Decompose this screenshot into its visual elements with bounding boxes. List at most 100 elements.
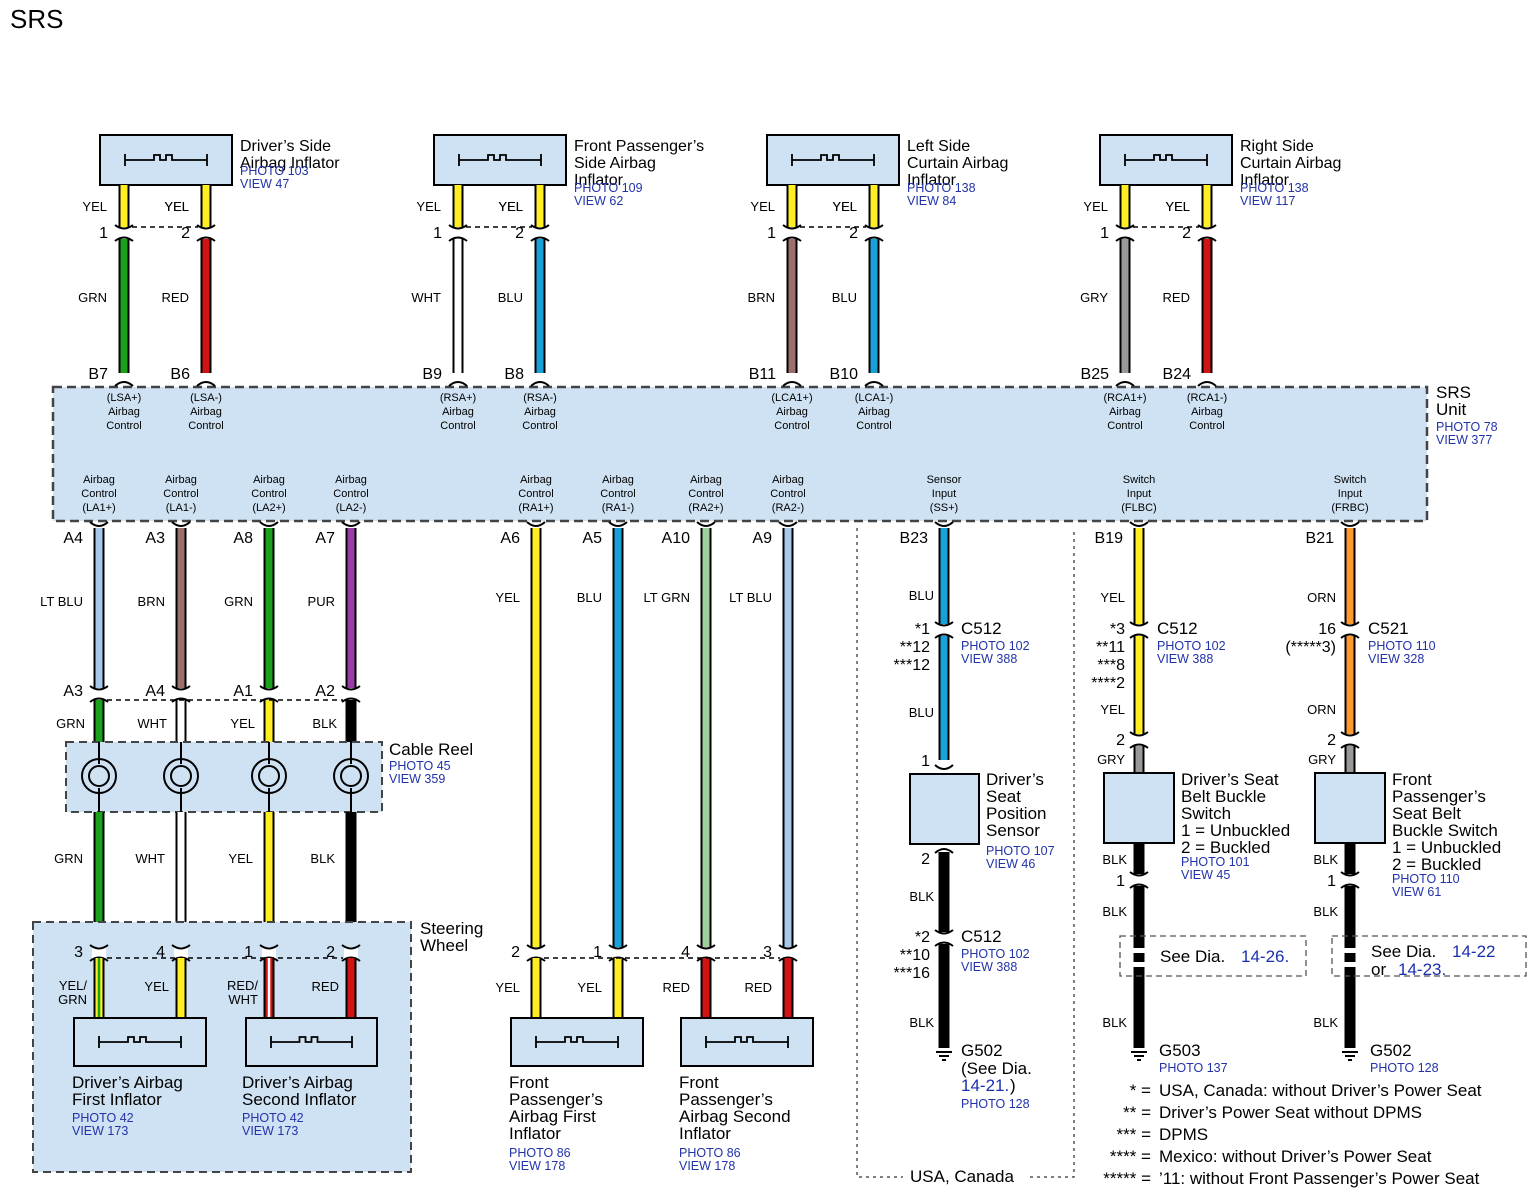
region-label: USA, Canada [910, 1167, 1014, 1186]
squib-symbol [705, 1036, 789, 1048]
unit-pin: B11 [749, 366, 776, 383]
pin-number: 1 [99, 225, 108, 242]
terminal [89, 521, 109, 527]
squib-symbol [270, 1036, 353, 1048]
connector-gap [1343, 874, 1357, 886]
connector-arc [196, 236, 216, 242]
pin-number: 4 [681, 944, 690, 961]
unit-pin: A10 [662, 530, 691, 547]
footnote-mark: ***** = [1103, 1169, 1151, 1188]
wire-color-label: GRY [1097, 752, 1125, 767]
wire-color-label: YEL [82, 199, 107, 214]
photo-ref: PHOTO 103 [240, 164, 309, 178]
pin-number: 2 [1116, 732, 1125, 749]
connector-gap [262, 688, 276, 700]
terminal [114, 381, 134, 387]
wire-color-label: YEL [577, 980, 602, 995]
connector-arc [1340, 871, 1360, 877]
squib-symbol [1124, 154, 1208, 166]
ground-name: G502 [1370, 1041, 1412, 1060]
wire-color-label: RED [1163, 290, 1190, 305]
photo-ref: PHOTO 102 [961, 639, 1030, 653]
connector-arc [1115, 224, 1135, 230]
cable-reel-coil [258, 765, 280, 787]
connector-arc [1197, 224, 1217, 230]
connector-arc [1197, 236, 1217, 242]
wire-color-label: YEL [1165, 199, 1190, 214]
view-ref: VIEW 117 [1240, 194, 1295, 208]
wire-color-label: PUR [308, 594, 335, 609]
connector-gap [1132, 624, 1146, 636]
srs-unit-box [51, 385, 1429, 523]
footnote-text: DPMS [1159, 1125, 1208, 1144]
pin-number: A4 [145, 683, 165, 700]
terminal [1197, 381, 1217, 387]
pin-number: A2 [315, 683, 335, 700]
terminal [341, 521, 361, 527]
wire-color-label: YEL/GRN [58, 978, 87, 1007]
wire-color-label: BRN [748, 290, 775, 305]
wire-color-label: YEL [164, 199, 189, 214]
wire-color-label: BLU [909, 705, 934, 720]
connector-gap [1343, 734, 1357, 746]
connector-pins: 16(*****3) [1285, 621, 1336, 656]
wire-color-label: BLK [1313, 904, 1338, 919]
terminal [530, 381, 550, 387]
photo-ref: PHOTO 138 [907, 181, 976, 195]
unit-pin: B25 [1081, 366, 1110, 383]
connector-arc [530, 224, 550, 230]
photo-ref: PHOTO 137 [1159, 1061, 1228, 1075]
connector-arc [526, 944, 546, 950]
connector-pins: *2**10***16 [894, 929, 931, 982]
connector-gap [1132, 874, 1146, 886]
view-ref: VIEW 388 [961, 960, 1017, 974]
page-title: SRS [10, 4, 63, 34]
photo-ref: PHOTO 128 [1370, 1061, 1439, 1075]
terminal [782, 381, 802, 387]
connector-arc [1129, 871, 1149, 877]
terminal [934, 764, 954, 770]
view-ref: VIEW 377 [1436, 433, 1492, 447]
wire-color-label: WHT [137, 716, 167, 731]
connector-arc [1115, 236, 1135, 242]
connector-gap [92, 947, 106, 959]
connector-gap [92, 688, 106, 700]
view-ref: VIEW 45 [1181, 868, 1230, 882]
wire-color-label: YEL [1100, 702, 1125, 717]
connector-pins: *1**12***12 [894, 621, 931, 674]
wire-color-label: GRN [78, 290, 107, 305]
connector-name: C512 [961, 619, 1002, 638]
footnote-text: Mexico: without Driver’s Power Seat [1159, 1147, 1432, 1166]
wire-color-label: BLK [1313, 852, 1338, 867]
terminal [196, 381, 216, 387]
connector-arc [934, 633, 954, 639]
view-ref: VIEW 388 [961, 652, 1017, 666]
wire-color-label: BLK [909, 889, 934, 904]
wire-color-label: YEL [228, 851, 253, 866]
pin-number: 2 [326, 944, 335, 961]
connector-gap [937, 932, 951, 944]
connector-arc [171, 944, 191, 950]
photo-ref: PHOTO 102 [961, 947, 1030, 961]
wire-color-label: BLK [312, 716, 337, 731]
wire-color-label: ORN [1307, 702, 1336, 717]
photo-ref: PHOTO 110 [1392, 872, 1460, 886]
connector-gap [174, 947, 188, 959]
connector-gap [174, 688, 188, 700]
wire-color-label: LT BLU [729, 590, 772, 605]
view-ref: VIEW 178 [509, 1159, 565, 1173]
connector-gap [199, 227, 213, 239]
photo-ref: PHOTO 42 [72, 1111, 134, 1125]
photo-ref: PHOTO 110 [1368, 639, 1436, 653]
